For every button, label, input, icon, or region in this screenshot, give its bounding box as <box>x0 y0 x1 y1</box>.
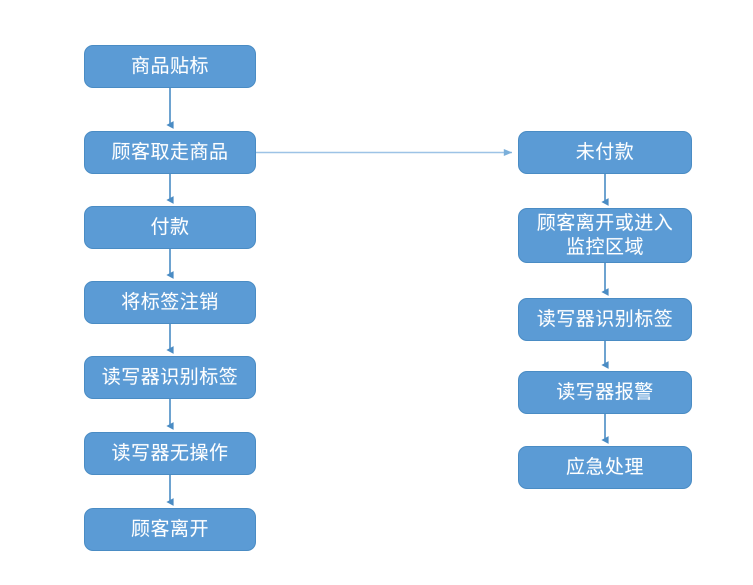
flow-node-label: 将标签注销 <box>121 290 219 313</box>
flow-node-label: 商品贴标 <box>130 54 209 77</box>
flow-node-label: 应急处理 <box>565 455 644 478</box>
flow-node-label: 顾客离开 <box>130 517 209 540</box>
flow-node-应急处理[interactable]: 应急处理 <box>518 446 692 489</box>
flow-node-付款[interactable]: 付款 <box>84 206 256 249</box>
flow-node-顾客取走商品[interactable]: 顾客取走商品 <box>84 131 256 174</box>
flow-node-label: 顾客离开或进入 监控区域 <box>536 212 674 258</box>
flow-node-顾客离开[interactable]: 顾客离开 <box>84 508 256 551</box>
flow-node-label: 读写器识别标签 <box>101 365 239 388</box>
flow-node-未付款[interactable]: 未付款 <box>518 131 692 174</box>
flow-node-label: 读写器无操作 <box>111 441 229 464</box>
flow-node-将标签注销[interactable]: 将标签注销 <box>84 281 256 324</box>
flow-node-读写器报警[interactable]: 读写器报警 <box>518 371 692 414</box>
flow-node-label: 未付款 <box>575 140 635 163</box>
flow-node-label: 付款 <box>150 215 190 238</box>
flow-node-读写器无操作[interactable]: 读写器无操作 <box>84 432 256 475</box>
flow-node-商品贴标[interactable]: 商品贴标 <box>84 45 256 88</box>
flow-node-label: 顾客取走商品 <box>111 140 229 163</box>
flow-node-顾客离开或进入监控区域[interactable]: 顾客离开或进入 监控区域 <box>518 208 692 263</box>
flow-node-label: 读写器识别标签 <box>536 307 674 330</box>
flow-node-读写器识别标签-right[interactable]: 读写器识别标签 <box>518 298 692 341</box>
flow-node-label: 读写器报警 <box>556 380 654 403</box>
flow-node-读写器识别标签-left[interactable]: 读写器识别标签 <box>84 356 256 399</box>
